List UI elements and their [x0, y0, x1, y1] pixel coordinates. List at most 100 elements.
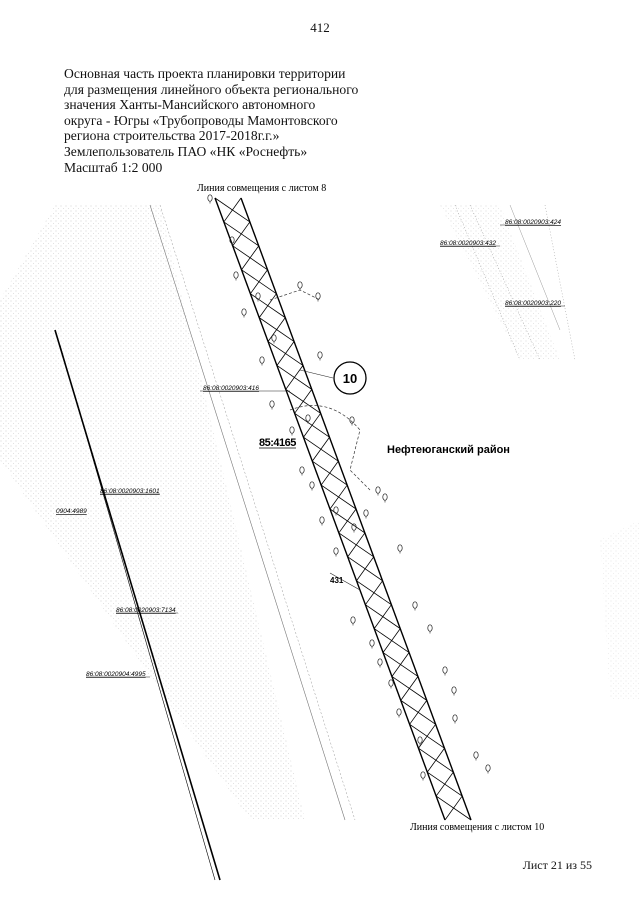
tree-symbol	[420, 771, 426, 779]
cadastral-label: 0904:4989	[56, 508, 87, 515]
cadastral-label: 86:08:0020904:4995	[86, 671, 146, 678]
tree-symbols	[207, 194, 491, 781]
lattice-line	[223, 197, 242, 223]
road-line	[454, 204, 521, 361]
tree-symbol	[388, 679, 394, 687]
tree-symbol	[309, 481, 315, 489]
lattice-line	[356, 556, 375, 582]
tree-symbol	[333, 506, 339, 514]
tree-symbol	[233, 271, 239, 279]
tree-symbol	[333, 547, 339, 555]
sheet-marker-number: 10	[343, 371, 357, 386]
tree-symbol	[289, 426, 295, 434]
lattice-line	[329, 484, 348, 510]
marker-leader	[299, 369, 334, 379]
sheet-marker-circle	[333, 361, 367, 395]
lattice-line	[311, 436, 330, 462]
lattice-line	[276, 341, 295, 366]
tree-symbol	[451, 686, 457, 694]
cadastral-label: 86:08:0020903:7134	[116, 607, 176, 614]
match-line-top: Линия совмещения с листом 8	[197, 183, 326, 194]
tree-symbol	[427, 624, 433, 632]
lattice-line	[294, 389, 313, 414]
scale-line: Масштаб 1:2 000	[64, 159, 163, 175]
tree-symbol	[442, 666, 448, 674]
title-line: Основная часть проекта планировки террит…	[64, 66, 346, 81]
district-label: Нефтеюганский район	[387, 444, 510, 456]
tree-symbol	[259, 356, 265, 364]
tree-symbol	[417, 736, 423, 744]
lattice-line	[444, 795, 463, 821]
lattice-line	[373, 604, 392, 629]
boundary-line	[59, 344, 216, 881]
tree-symbol	[396, 708, 402, 716]
lattice-line	[426, 747, 445, 773]
title-line: значения Ханты-Мансийского автономного	[64, 97, 316, 113]
lattice-line	[258, 293, 277, 318]
lattice-line	[250, 269, 268, 294]
tree-symbol	[397, 544, 403, 552]
road-line	[469, 204, 541, 361]
tree-symbol	[255, 292, 261, 300]
quarter-label: 85:4165	[259, 437, 296, 449]
terrain-band	[600, 520, 640, 700]
title-line: округа - Югры «Трубопроводы Мамонтовског…	[64, 112, 338, 128]
tree-symbol	[317, 351, 323, 359]
tree-symbol	[377, 658, 383, 666]
title-line: региона строительства 2017-2018г.г.»	[64, 128, 280, 144]
lattice-line	[338, 508, 357, 534]
tree-symbol	[299, 466, 305, 474]
title-block: Основная часть проекта планировки террит…	[64, 66, 364, 175]
tree-symbol	[269, 400, 275, 408]
tree-symbol	[485, 764, 491, 772]
title-line: Землепользователь ПАО «НК «Роснефть»	[64, 143, 308, 159]
dashed-boundary	[289, 405, 371, 491]
road-line	[159, 204, 356, 821]
cadastral-label: 86:08:0020903:416	[203, 385, 259, 392]
title-line: для размещения линейного объекта региона…	[64, 81, 359, 97]
tree-symbol	[241, 308, 247, 316]
tree-symbol	[452, 714, 458, 722]
lattice-line	[267, 317, 286, 342]
cadastral-label: 86:08:0020903:432	[440, 240, 496, 247]
cadastral-label: 86:08:0020903:1601	[100, 488, 160, 495]
road-line	[509, 204, 561, 331]
lattice-line	[365, 580, 383, 605]
lattice-line	[391, 652, 410, 677]
lattice-line	[347, 532, 366, 558]
sheet-number: Лист 21 из 55	[522, 858, 592, 872]
page-number: 412	[310, 20, 330, 35]
tree-symbol	[375, 486, 381, 494]
terrain-band	[440, 205, 560, 360]
tree-symbol	[382, 493, 388, 501]
tree-symbol	[207, 194, 213, 202]
tree-symbol	[363, 509, 369, 517]
road-line	[149, 204, 346, 821]
tree-symbol	[349, 416, 355, 424]
lattice-line	[409, 700, 428, 725]
cadastral-label: 86:08:0020903:220	[505, 300, 561, 307]
leader-line	[329, 572, 361, 591]
match-line-bottom: Линия совмещения с листом 10	[410, 822, 544, 833]
lattice-line	[241, 245, 260, 271]
dashed-boundary	[269, 289, 321, 301]
tree-symbol	[271, 334, 277, 342]
lattice-line	[285, 365, 304, 390]
tree-symbol	[473, 751, 479, 759]
terrain-band	[0, 205, 305, 820]
tree-symbol	[305, 414, 311, 422]
lattice-line	[320, 460, 339, 486]
lattice-line	[435, 771, 454, 797]
tree-symbol	[369, 639, 375, 647]
tree-symbol	[319, 516, 325, 524]
lattice-line	[232, 221, 251, 247]
point-label: 431	[330, 576, 344, 585]
lattice-line	[382, 628, 401, 653]
tree-symbol	[350, 616, 356, 624]
tree-symbol	[297, 281, 303, 289]
lattice-line	[400, 676, 419, 701]
tree-symbol	[412, 601, 418, 609]
road-line	[544, 204, 576, 361]
lattice-line	[303, 413, 321, 438]
